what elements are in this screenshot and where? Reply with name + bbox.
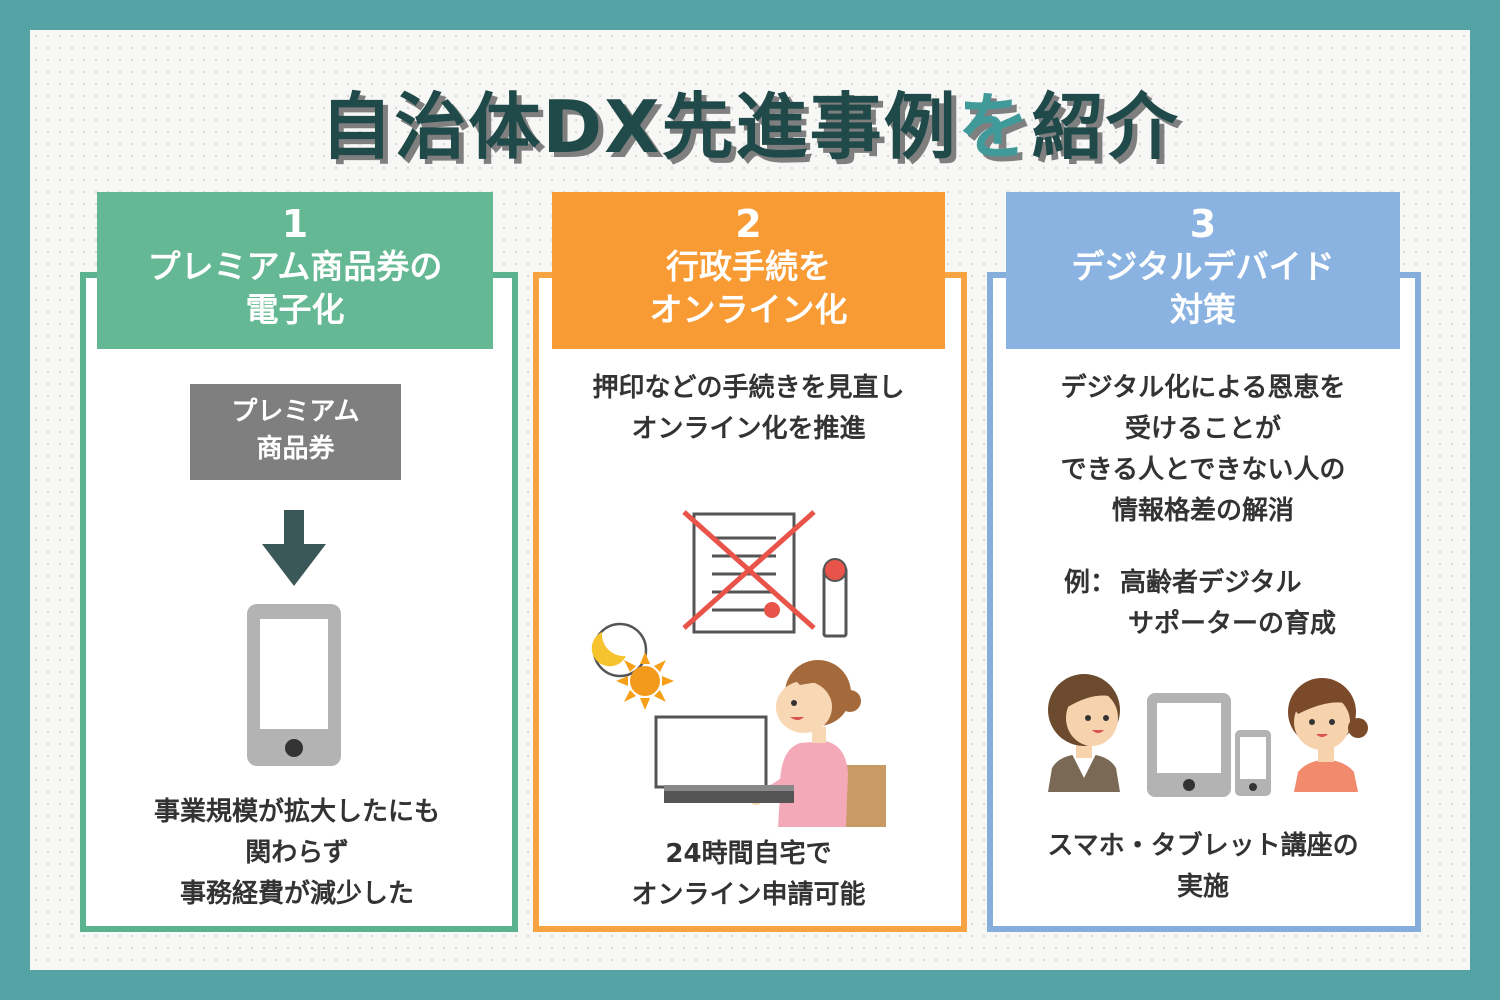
card-1 xyxy=(80,272,518,932)
card-3-description: デジタル化による恩恵を 受けることが できる人とできない人の 情報格差の解消 xyxy=(1060,373,1346,526)
card-1-caption: 事業規模が拡大したにも 関わらず 事務経費が減少した xyxy=(153,797,440,909)
card-1-number: 1 xyxy=(281,202,309,246)
smartphone-icon xyxy=(247,604,341,766)
card-2-number: 2 xyxy=(735,202,762,246)
tablet-icon xyxy=(1147,693,1231,797)
elderly-woman-avatar-icon xyxy=(1288,678,1368,792)
page-title: 自治体DX先進事例を紹介 xyxy=(320,85,1180,169)
premium-voucher-label: プレミアム 商品券 xyxy=(190,384,401,480)
card-3-caption: スマホ・タブレット講座の 実施 xyxy=(1047,831,1359,902)
smartphone-small-icon xyxy=(1235,730,1271,796)
sun-icon xyxy=(616,652,674,710)
card-2-header: 2 行政手続を オンライン化 xyxy=(552,192,945,349)
card-2-caption: 24時間自宅で オンライン申請可能 xyxy=(631,839,866,910)
woman-avatar-icon xyxy=(1048,674,1120,792)
card-3-title-line1: デジタルデバイド xyxy=(1071,247,1335,286)
card-2-description: 押印などの手続きを見直し オンライン化を推進 xyxy=(592,373,905,444)
card-1-title-line1: プレミアム商品券の xyxy=(147,247,443,286)
card-2-title-line1: 行政手続を xyxy=(666,247,831,286)
moon-icon xyxy=(591,622,648,678)
card-1-title-line2: 電子化 xyxy=(245,290,345,329)
stamp-icon xyxy=(822,558,848,638)
card-3 xyxy=(987,272,1421,932)
card-3-title-line2: 対策 xyxy=(1170,290,1236,329)
card-3-example: 高齢者デジタル サポーターの育成 xyxy=(1120,568,1337,639)
card-1-header: 1 プレミアム商品券の 電子化 xyxy=(97,192,493,349)
woman-at-laptop-illustration xyxy=(654,660,886,827)
down-arrow-icon xyxy=(262,510,326,586)
card-3-header: 3 デジタルデバイド 対策 xyxy=(1006,192,1400,349)
card-3-example-label: 例： xyxy=(1064,568,1117,598)
card-3-number: 3 xyxy=(1189,202,1217,246)
card-2-title-line2: オンライン化 xyxy=(649,290,848,329)
title-accent: を xyxy=(957,85,1032,169)
crossed-document-icon xyxy=(682,510,816,634)
